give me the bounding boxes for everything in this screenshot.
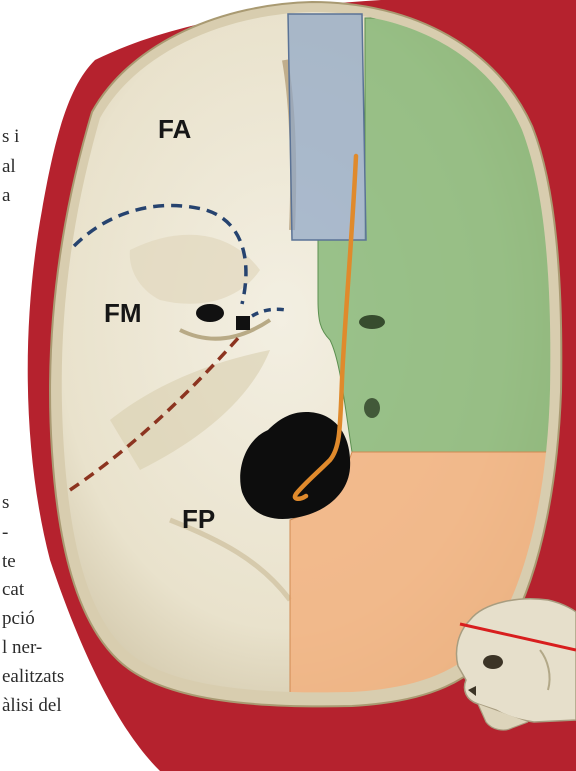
foramen-right-upper [359,315,385,329]
label-fa: FA [158,114,191,144]
foramen-marker [236,316,250,330]
label-fm: FM [104,298,142,328]
foramen-right-lower [364,398,380,418]
label-fp: FP [182,504,215,534]
foramen-left [196,304,224,322]
